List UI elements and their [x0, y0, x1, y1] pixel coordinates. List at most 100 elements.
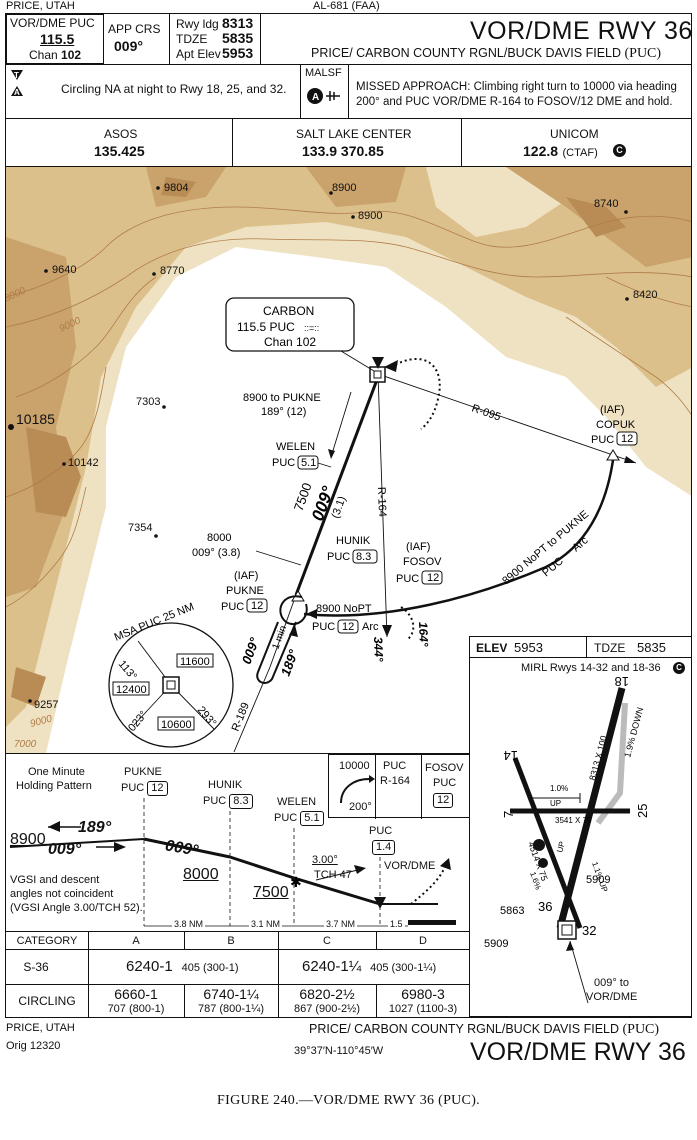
holding-label-2: Holding Pattern	[16, 780, 92, 792]
page-title: VOR/DME RWY 36	[470, 17, 693, 45]
asos-freq: 135.425	[94, 143, 145, 159]
circ-c-main: 6820-2½	[299, 986, 355, 1002]
to-vor-2: VOR/DME	[586, 991, 638, 1003]
circ-c-sub: 867 (900-2½)	[293, 1003, 361, 1015]
terrain	[6, 167, 691, 753]
carbon-chan: Chan 102	[264, 335, 316, 349]
plan-view-svg: 9804 8900 8900 8740 9640 8770 8420 7303 …	[6, 167, 691, 753]
dist-4: 1.5	[388, 919, 405, 929]
elev-10142: 10142	[68, 457, 99, 469]
to-vor-1: 009° to	[594, 977, 629, 989]
ma-fosov-puc: PUC	[433, 777, 457, 789]
app-crs: 009°	[114, 38, 143, 54]
rwy-25: 25	[635, 804, 650, 818]
msa-sector-1: 11600	[180, 656, 210, 668]
chan-label: Chan	[29, 48, 58, 62]
pukne-dme: 12	[251, 600, 263, 612]
carbon-freq: 115.5 PUC	[237, 320, 295, 334]
s36-label: S-36	[23, 960, 49, 974]
apt-elev-label: Apt Elev	[176, 47, 221, 61]
ma-puc: PUC	[383, 760, 407, 772]
copuk-puc: PUC	[591, 434, 614, 446]
prof-gs: 3.00°	[312, 854, 338, 866]
center-label: SALT LAKE CENTER	[296, 127, 412, 141]
msa-sector-3: 10600	[161, 719, 192, 731]
radial-164: R-164	[375, 487, 388, 517]
elev-8740: 8740	[594, 198, 618, 210]
malsf-label: MALSF	[305, 67, 342, 79]
hunik-name: HUNIK	[336, 535, 371, 547]
profile-view: One Minute Holding Pattern PUKNE PUC 12 …	[5, 753, 470, 931]
footer-airport: PRICE/ CARBON COUNTY RGNL/BUCK DAVIS FIE…	[309, 1022, 620, 1036]
svg-text:A: A	[14, 88, 20, 97]
msa-circle	[108, 622, 234, 748]
fosov-puc: PUC	[396, 573, 419, 585]
hold-outbound: 189°	[278, 647, 302, 678]
prof-pukne-puc: PUC	[121, 782, 145, 794]
vor-freq-box: VOR/DME PUC 115.5 Chan 102	[6, 14, 104, 64]
prof-hunik-puc: PUC	[203, 795, 227, 807]
hold-inbound: 009°	[239, 635, 263, 666]
rwy-36: 36	[538, 899, 552, 914]
apt-elev: 5953	[222, 45, 254, 61]
ma-fosov-dme: 12	[433, 793, 454, 808]
ad-elev: 5953	[514, 640, 543, 655]
circling-label: CIRCLING	[18, 994, 76, 1008]
pukne-note-2: 189° (12)	[261, 406, 306, 418]
welen-puc: PUC	[272, 457, 295, 469]
elev-7303: 7303	[136, 396, 160, 408]
s36-cd-main: 6240-1¼	[302, 958, 362, 975]
rwy-dims-3: 3541 X 75	[555, 816, 592, 825]
prof-alt-8900: 8900	[10, 831, 46, 848]
prof-alt-8000: 8000	[183, 866, 219, 883]
nopt-label: 8900 NoPT	[316, 603, 372, 615]
prof-inbound: 009°	[48, 841, 82, 858]
elev-8900-a: 8900	[332, 182, 356, 194]
pukne-note-1: 8900 to PUKNE	[243, 392, 321, 404]
prof-pukne: PUKNE	[124, 766, 162, 778]
radial-095: R-095	[470, 402, 502, 423]
msa-sector-2: 12400	[116, 684, 147, 696]
vgsi-3: (VGSI Angle 3.00/TCH 52).	[10, 902, 143, 914]
prof-welen-dme: 5.1	[300, 811, 324, 826]
fosov-name: FOSOV	[403, 556, 442, 568]
missed-approach-note: MISSED APPROACH: Climbing right turn to …	[356, 81, 677, 108]
fosov-dme: 12	[427, 572, 439, 584]
rwy-32: 32	[582, 923, 596, 938]
cat-c: C	[323, 935, 331, 947]
lighting-icon: C	[673, 662, 685, 674]
circ-d-sub: 1027 (1100-3)	[388, 1003, 458, 1015]
vor-freq: 115.5	[40, 31, 75, 47]
cat-a: A	[132, 935, 140, 947]
obs-5863: 5863	[500, 905, 524, 917]
svg-text:::=::: ::=::	[304, 323, 319, 333]
arc-label: Arc	[362, 621, 379, 633]
airport-diagram: ELEV 5953 TDZE 5835 MIRL Rwys 14-32 and …	[469, 636, 692, 1017]
ad-tdze: 5835	[637, 640, 666, 655]
airport-name: PRICE/ CARBON COUNTY RGNL/BUCK DAVIS FIE…	[311, 46, 622, 60]
plan-view: 9804 8900 8900 8740 9640 8770 8420 7303 …	[5, 167, 692, 753]
ad-elev-label: ELEV	[476, 641, 508, 655]
tdze-label: TDZE	[176, 32, 208, 46]
dist-2: 3.1 NM	[249, 919, 283, 929]
circ-a-sub: 707 (800-1)	[107, 1003, 165, 1015]
ctaf-note: (CTAF)	[562, 147, 598, 159]
welen-dme: 5.1	[301, 457, 316, 469]
footer-location: PRICE, UTAH	[6, 1022, 75, 1034]
prof-welen: WELEN	[277, 796, 317, 808]
circ-b-main: 6740-1¼	[203, 986, 259, 1002]
prof-puc-dme: 1.4	[372, 840, 396, 855]
prof-outbound: 189°	[78, 819, 112, 836]
malsf-icon: A	[304, 82, 344, 115]
ma-r164: R-164	[380, 775, 410, 787]
asos-label: ASOS	[104, 127, 138, 141]
copuk-dme: 12	[621, 433, 633, 445]
holding-label-1: One Minute	[28, 766, 85, 778]
grad-2: 1.0%	[550, 784, 568, 793]
chan-num: 102	[61, 48, 82, 62]
doc-number: AL-681 (FAA)	[313, 0, 380, 12]
arc-dme-label: 12	[342, 621, 354, 633]
contour-label: 7000	[14, 739, 37, 750]
rwy-7: 7	[501, 811, 516, 818]
